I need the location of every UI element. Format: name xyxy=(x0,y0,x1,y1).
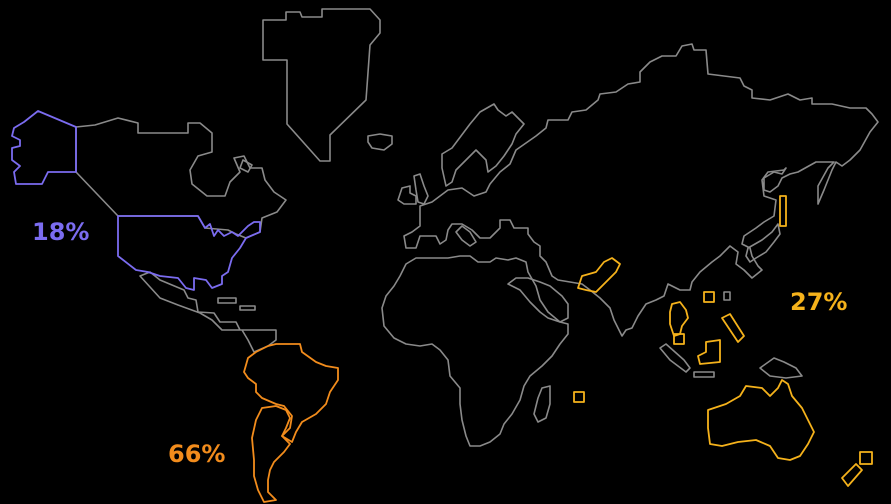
sumatra-outline xyxy=(659,343,691,373)
vietnam-highlight xyxy=(669,301,689,337)
philippines-highlight xyxy=(703,291,715,303)
australia-highlight xyxy=(707,379,815,461)
japan-outline xyxy=(745,223,781,263)
north-america-percent-label: 18% xyxy=(32,218,90,246)
new-zealand-highlight xyxy=(841,451,873,487)
south-america-percent-label: 66% xyxy=(168,440,226,468)
argentina-highlight xyxy=(251,405,291,503)
uk-outline xyxy=(397,185,417,205)
sulawesi-highlight xyxy=(721,313,745,343)
land-outlines xyxy=(75,8,879,447)
alaska-highlight xyxy=(11,110,77,185)
brazil-highlight xyxy=(243,343,339,443)
madagascar-outline xyxy=(533,385,551,423)
arctic-island xyxy=(239,159,253,173)
asia-pacific-highlight xyxy=(573,195,873,487)
new-guinea-outline xyxy=(759,357,803,379)
black-sea-outline xyxy=(455,225,477,247)
asia-pacific-percent-label: 27% xyxy=(790,288,848,316)
cuba-outline xyxy=(217,297,237,304)
pakistan-highlight xyxy=(577,257,621,293)
japan-highlight xyxy=(779,195,787,227)
sri-lanka-highlight xyxy=(573,391,585,403)
greenland-outline xyxy=(262,8,381,162)
borneo-highlight xyxy=(697,339,721,365)
usa-highlight xyxy=(117,215,261,291)
eurasia-outline xyxy=(403,43,879,337)
java-outline xyxy=(693,371,715,378)
central-america-outline xyxy=(139,271,277,353)
canada-outline xyxy=(75,117,287,239)
africa-outline xyxy=(381,255,569,447)
south-america-highlight xyxy=(243,343,339,503)
hispaniola-outline xyxy=(239,305,256,311)
arabia-outline xyxy=(507,277,569,323)
scandinavia-outline xyxy=(441,103,525,187)
north-america-highlight xyxy=(11,110,261,291)
malaysia-highlight xyxy=(673,333,685,345)
iceland-outline xyxy=(367,133,393,151)
britain-outline xyxy=(413,173,429,205)
taiwan-outline xyxy=(723,291,731,301)
